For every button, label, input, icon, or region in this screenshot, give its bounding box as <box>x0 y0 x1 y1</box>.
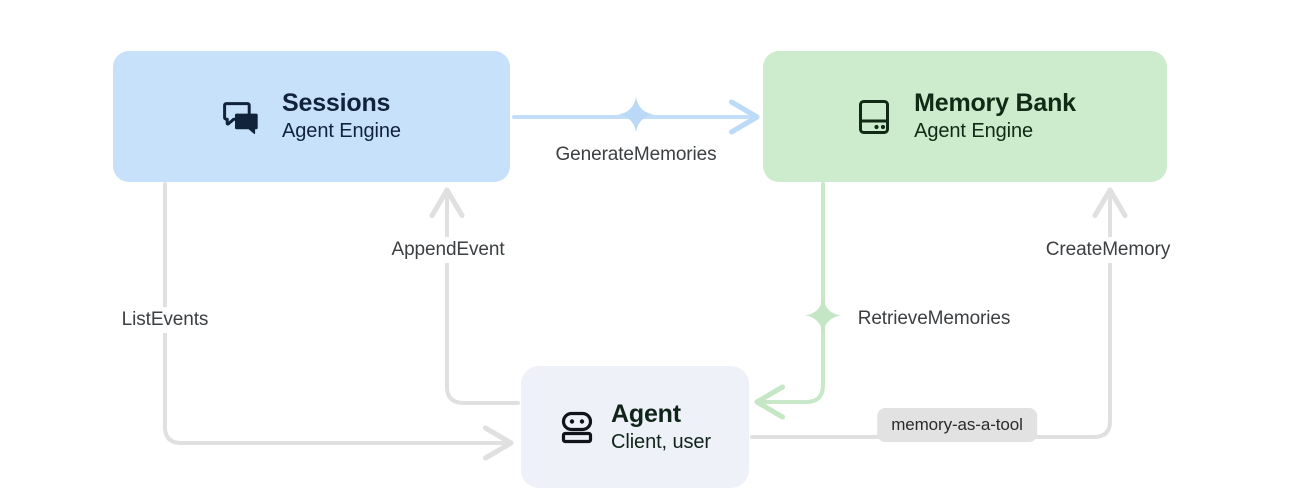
node-sessions-text: Sessions Agent Engine <box>282 89 401 143</box>
edge-label-listevents: ListEvents <box>114 307 216 333</box>
edge-label-retrievememories: RetrieveMemories <box>850 306 1018 332</box>
node-agent-text: Agent Client, user <box>611 400 711 454</box>
storage-drive-icon <box>854 97 894 137</box>
edge-appendevent <box>429 187 520 405</box>
node-memorybank-text: Memory Bank Agent Engine <box>914 89 1076 143</box>
node-memorybank-title: Memory Bank <box>914 89 1076 118</box>
edge-label-appendevent: AppendEvent <box>384 237 512 263</box>
robot-icon <box>559 409 595 445</box>
node-memorybank[interactable]: Memory Bank Agent Engine <box>763 51 1167 182</box>
node-agent-subtitle: Client, user <box>611 430 711 453</box>
edge-listevents <box>163 182 514 461</box>
edge-label-generatememories: GenerateMemories <box>548 142 724 168</box>
sparkle-icon-retrieve <box>804 297 842 340</box>
edge-label-creatememory: CreateMemory <box>1038 237 1178 263</box>
node-agent-title: Agent <box>611 399 681 428</box>
edge-creatememory <box>750 187 1128 439</box>
node-sessions-subtitle: Agent Engine <box>282 120 401 143</box>
node-agent[interactable]: Agent Client, user <box>521 366 749 488</box>
node-sessions[interactable]: Sessions Agent Engine <box>113 51 510 182</box>
sparkle-icon-generate <box>617 96 655 139</box>
chat-bubbles-icon <box>222 97 262 137</box>
chip-memory-as-a-tool: memory-as-a-tool <box>877 408 1037 442</box>
node-memorybank-subtitle: Agent Engine <box>914 120 1034 143</box>
edge-retrievememories <box>754 182 825 420</box>
node-sessions-title: Sessions <box>282 89 391 118</box>
